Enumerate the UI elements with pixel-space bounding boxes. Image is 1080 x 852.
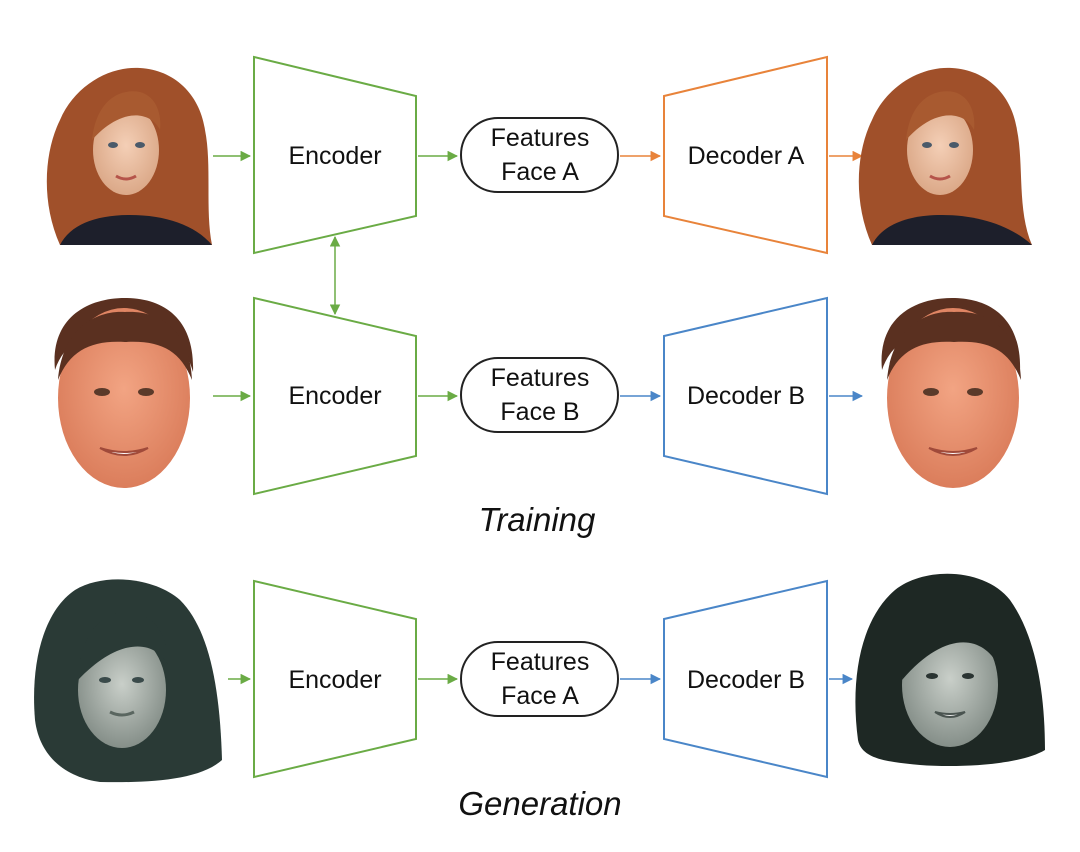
- encoder-block-1: [253, 55, 417, 255]
- nicolas-cage-face-icon: [54, 298, 194, 488]
- features-label-3b: Face A: [501, 682, 579, 710]
- features-pill-3: [460, 641, 619, 717]
- nicolas-cage-output-icon: [881, 298, 1021, 488]
- swapped-cage-face-grayscale-icon: [855, 573, 1045, 767]
- decoder-b-block-1: [663, 296, 828, 496]
- encoder-block-2: [253, 296, 417, 496]
- features-pill-1: [460, 117, 619, 193]
- features-label-2b: Face B: [500, 398, 579, 426]
- amy-adams-portrait-icon: [46, 67, 213, 245]
- encoder-block-3: [253, 579, 417, 779]
- encoder-label-3: Encoder: [288, 666, 381, 694]
- decoder-b-label-2: Decoder B: [687, 666, 805, 694]
- features-label-2a: Features: [491, 364, 590, 392]
- generation-label: Generation: [458, 785, 621, 822]
- features-label-1b: Face A: [501, 158, 579, 186]
- encoder-label-2: Encoder: [288, 382, 381, 410]
- training-label: Training: [479, 501, 596, 538]
- features-label-3a: Features: [491, 648, 590, 676]
- amy-adams-grayscale-face-icon: [34, 579, 223, 783]
- features-pill-2: [460, 357, 619, 433]
- encoder-label-1: Encoder: [288, 142, 381, 170]
- amy-adams-output-icon: [858, 67, 1032, 245]
- features-label-1a: Features: [491, 124, 590, 152]
- decoder-b-block-2: [663, 579, 828, 779]
- decoder-a-block: [663, 55, 828, 255]
- decoder-b-label-1: Decoder B: [687, 382, 805, 410]
- decoder-a-label: Decoder A: [688, 142, 805, 170]
